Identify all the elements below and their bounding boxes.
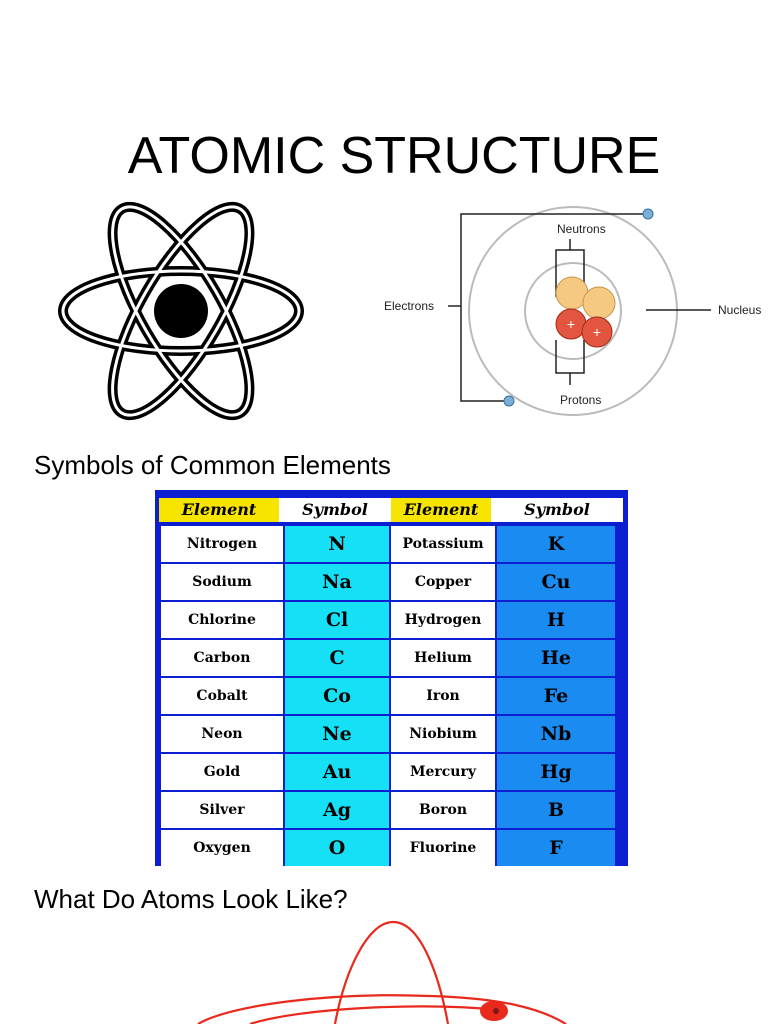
section-heading-symbols: Symbols of Common Elements	[34, 450, 391, 480]
element-cell: Niobium	[391, 716, 495, 754]
element-cell: Silver	[161, 792, 283, 830]
table-header: Element Symbol Element Symbol	[159, 498, 623, 522]
header-symbol: Symbol	[491, 498, 623, 522]
element-cell: Gold	[161, 754, 283, 792]
symbol-cell: B	[497, 792, 615, 830]
nucleus-label: Nucleus	[718, 303, 761, 317]
symbol-cell: Co	[285, 678, 389, 716]
symbol-cell: Na	[285, 564, 389, 602]
symbol-cell: O	[285, 830, 389, 866]
element-cell: Iron	[391, 678, 495, 716]
symbol-cell: Ag	[285, 792, 389, 830]
neutrons-label: Neutrons	[557, 222, 606, 236]
element-cell: Potassium	[391, 526, 495, 564]
symbol-cell: H	[497, 602, 615, 640]
element-cell: Hydrogen	[391, 602, 495, 640]
element-cell: Copper	[391, 564, 495, 602]
red-atom-drawing	[197, 920, 567, 1024]
symbol-cell: Hg	[497, 754, 615, 792]
element-cell: Helium	[391, 640, 495, 678]
symbol-cell: Ne	[285, 716, 389, 754]
element-cell: Oxygen	[161, 830, 283, 866]
atom-structure-diagram: + + Neutrons Electrons Nucleus Protons	[384, 206, 761, 416]
element-cell: Sodium	[161, 564, 283, 602]
header-symbol: Symbol	[279, 498, 391, 522]
element-cell: Boron	[391, 792, 495, 830]
symbol-cell: He	[497, 640, 615, 678]
element-cell: Carbon	[161, 640, 283, 678]
protons-label: Protons	[560, 393, 601, 407]
atom-icon	[58, 201, 304, 421]
element-cell: Chlorine	[161, 602, 283, 640]
symbol-cell: N	[285, 526, 389, 564]
symbol-cell: K	[497, 526, 615, 564]
proton-sign: +	[593, 324, 601, 340]
header-element: Element	[159, 498, 279, 522]
element-cell: Cobalt	[161, 678, 283, 716]
section-heading-atoms: What Do Atoms Look Like?	[34, 884, 348, 914]
symbol-cell: Fe	[497, 678, 615, 716]
symbol-cell: F	[497, 830, 615, 866]
symbol-cell: Cl	[285, 602, 389, 640]
symbol-cell: Au	[285, 754, 389, 792]
page-title: ATOMIC STRUCTURE	[127, 127, 661, 185]
element-cell: Nitrogen	[161, 526, 283, 564]
electrons-label: Electrons	[384, 299, 434, 313]
proton-sign: +	[567, 316, 575, 332]
header-element: Element	[391, 498, 491, 522]
element-cell: Mercury	[391, 754, 495, 792]
element-cell: Fluorine	[391, 830, 495, 866]
symbol-cell: Cu	[497, 564, 615, 602]
element-cell: Neon	[161, 716, 283, 754]
symbol-cell: C	[285, 640, 389, 678]
symbol-cell: Nb	[497, 716, 615, 754]
